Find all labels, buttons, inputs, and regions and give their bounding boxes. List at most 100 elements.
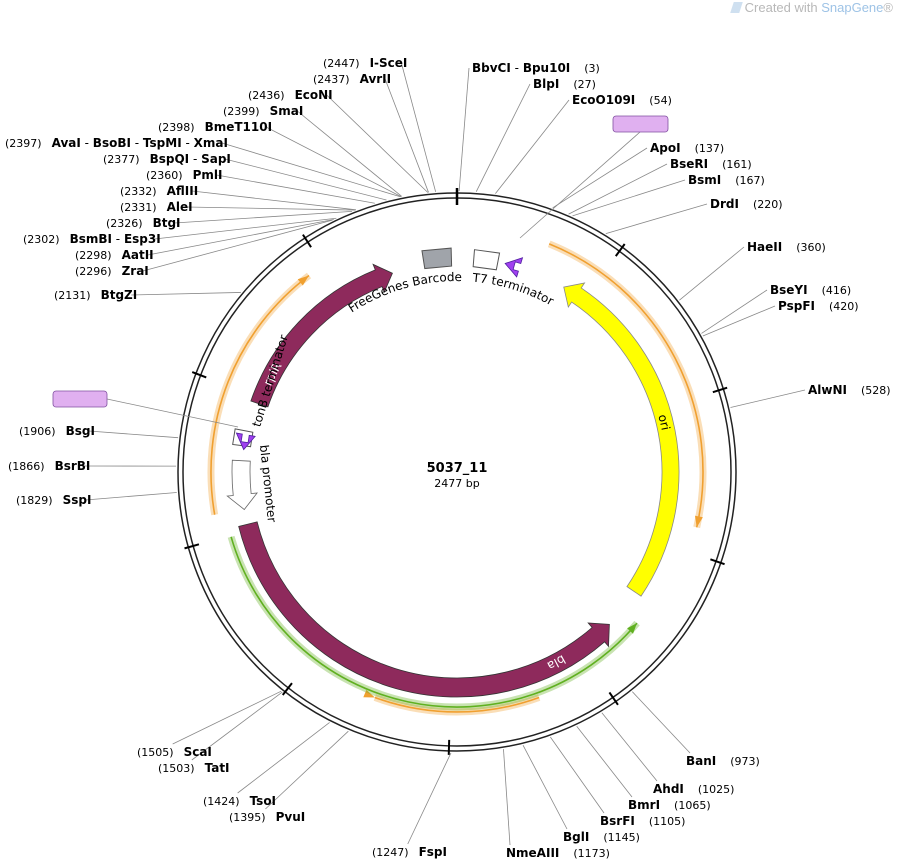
plasmid-length: 2477 bp (434, 477, 479, 490)
restriction-site-label: (2398)BmeT110I (158, 120, 272, 134)
site-sep: - (182, 136, 194, 150)
restriction-site: (1395)PvuI (229, 810, 305, 824)
restriction-site: (2436) EcoNI (248, 88, 333, 102)
site-position: (2131) (54, 289, 91, 302)
site-position: (3) (584, 62, 600, 75)
site-leader (186, 206, 356, 211)
feature-t7-terminator (472, 249, 501, 271)
feature-label-text: T7 terminator (471, 271, 556, 309)
site-position: (161) (722, 158, 752, 171)
restriction-site: AhdI(1025) (653, 782, 734, 796)
restriction-site-label: (2437)AvrII (313, 72, 391, 86)
restriction-site: BsmI (167) (688, 173, 765, 187)
site-name: Bpu10I (523, 61, 570, 75)
site-name: Esp3I (124, 232, 161, 246)
site-name: BsoBI (93, 136, 131, 150)
site-position: (167) (735, 174, 765, 187)
site-leader (550, 736, 605, 814)
feature-label: ori (655, 413, 672, 432)
restriction-site-label: BglI(1145) (563, 830, 640, 844)
green-track-head (627, 623, 638, 634)
site-name: FspI (419, 845, 447, 859)
credit-prefix: Created with (744, 0, 822, 15)
site-leader (475, 83, 531, 192)
site-leader (730, 389, 806, 408)
feature-rplR (250, 263, 393, 408)
site-position: (2397) (5, 137, 42, 150)
site-position: (1503) (158, 762, 195, 775)
site-leader (552, 147, 648, 209)
site-name: NmeAIII (506, 846, 559, 860)
site-name: TatI (205, 761, 230, 775)
site-position: (2302) (23, 233, 60, 246)
site-leader (237, 722, 330, 794)
site-leader (702, 305, 776, 337)
site-position: (1247) (372, 846, 409, 859)
restriction-site-label: HaeII(360) (747, 240, 826, 254)
restriction-site-label: BbvCI - Bpu10I(3) (472, 61, 600, 75)
site-leader (224, 158, 387, 201)
restriction-site: AlwNI(528) (808, 383, 891, 397)
restriction-site: (2377)BspQI - SapI (103, 152, 231, 166)
restriction-site-label: BanI(973) (686, 754, 760, 768)
site-position: (1866) (8, 460, 45, 473)
restriction-site: (1424)TsoI (203, 794, 276, 808)
tick-mark (614, 243, 626, 257)
restriction-site: (2326)BtgI (106, 216, 181, 230)
restriction-site: (2296)ZraI (75, 264, 149, 278)
site-name: BbvCI (472, 61, 511, 75)
restriction-site: BseYI(416) (770, 283, 851, 297)
site-leader (384, 78, 429, 193)
restriction-site-label: (2302)BsmBI - Esp3I (23, 232, 161, 246)
site-name: EcoO109I (572, 93, 635, 107)
tick-mark (608, 691, 619, 706)
restriction-site: (2447)I-SceI (323, 56, 407, 70)
site-name: TspMI (143, 136, 182, 150)
site-name: BspQI (150, 152, 190, 166)
site-position: (1105) (649, 815, 686, 828)
site-name: BseYI (770, 283, 808, 297)
site-leader (503, 749, 511, 846)
site-name: BanI (686, 754, 716, 768)
primer-leader (519, 131, 641, 239)
restriction-site-label: (1424)TsoI (203, 794, 276, 808)
site-name: PspFI (778, 299, 815, 313)
site-name: BsmI (688, 173, 721, 187)
site-position: (2398) (158, 121, 195, 134)
site-position: (2436) (248, 89, 285, 102)
site-leader (576, 725, 633, 798)
restriction-site: BseRI(161) (670, 157, 752, 171)
restriction-site-label: (2131)BtgZI (54, 288, 137, 302)
restriction-site-label: (1395)PvuI (229, 810, 305, 824)
site-position: (2437) (313, 73, 350, 86)
site-name: BsrFI (600, 814, 635, 828)
restriction-site-label: (2399)SmaI (223, 104, 303, 118)
restriction-site-label: (2298)AatII (75, 248, 154, 262)
site-position: (1173) (573, 847, 610, 860)
restriction-site: DrdI(220) (710, 197, 783, 211)
restriction-site: (2332)AflIII (120, 184, 198, 198)
restriction-site-label: BsrFI (1105) (600, 814, 685, 828)
primer-box (612, 115, 669, 133)
feature-ori (563, 282, 680, 597)
site-position: (1829) (16, 494, 53, 507)
site-name: EcoNI (295, 88, 333, 102)
restriction-site-label: (2436) EcoNI (248, 88, 333, 102)
primer-labels (52, 115, 669, 428)
tick-mark (710, 558, 725, 566)
restriction-site-label: DrdI(220) (710, 197, 783, 211)
site-name: PvuI (276, 810, 306, 824)
feature-label: tonB terminator (250, 333, 291, 428)
site-name: BmrI (628, 798, 660, 812)
site-leader (265, 730, 349, 810)
site-sep: - (112, 232, 124, 246)
restriction-site: (2302)BsmBI - Esp3I (23, 232, 161, 246)
orange-track-head (363, 689, 375, 698)
site-leader (407, 752, 452, 845)
tick-mark (191, 371, 207, 379)
restriction-site: (2397)AvaI - BsoBI - TspMI - XmaI (5, 136, 228, 150)
restriction-site-label: PspFI(420) (778, 299, 859, 313)
site-name: SapI (201, 152, 231, 166)
feature-label: T7 terminator (471, 271, 556, 309)
site-leader (568, 163, 668, 215)
